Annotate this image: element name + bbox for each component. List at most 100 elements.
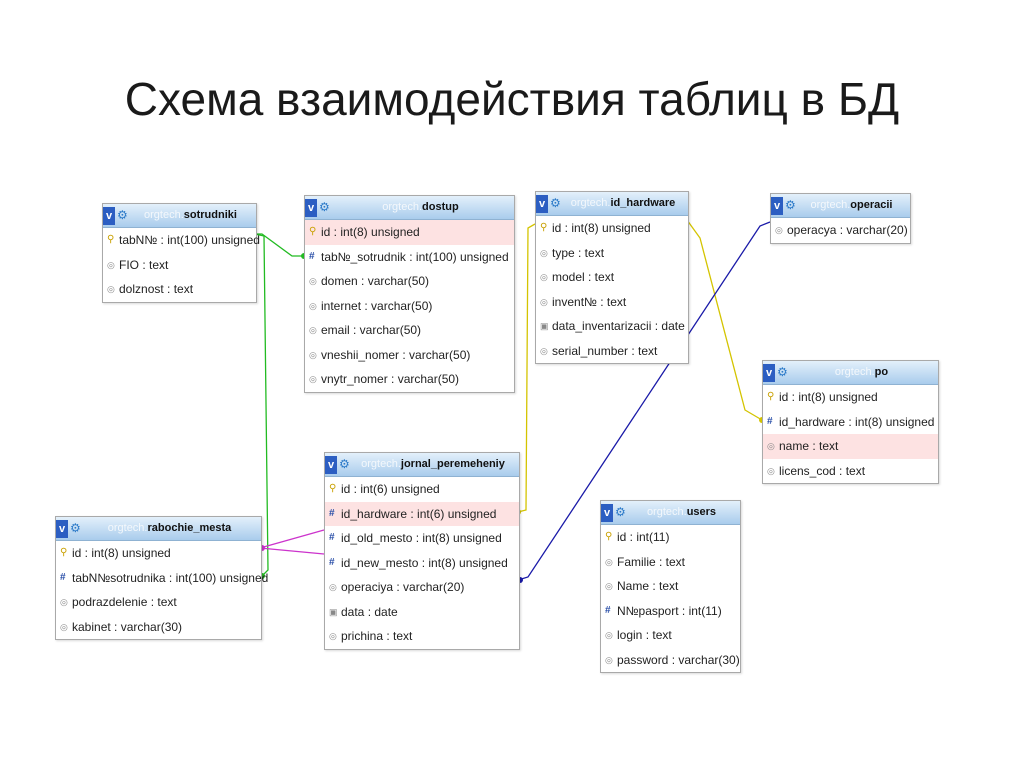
column-row[interactable]: ◎kabinet : varchar(30)	[56, 615, 261, 640]
table-header[interactable]: v⚙orgtech.sotrudniki	[103, 204, 256, 228]
column-row[interactable]: ◎serial_number : text	[536, 339, 688, 364]
table-name: users	[686, 506, 717, 518]
table-users[interactable]: v⚙ orgtech.users ⚲id : int(11)◎Familie : t…	[600, 500, 741, 673]
column-row[interactable]: ◎vneshii_nomer : varchar(50)	[305, 343, 514, 368]
table-title: orgtech.jornal_peremeheniy	[325, 453, 519, 476]
table-title: orgtech.sotrudniki	[103, 204, 256, 227]
column-label: tabN№sotrudnika : int(100) unsigned	[72, 570, 269, 585]
collapse-toggle-icon[interactable]: v	[103, 207, 115, 225]
table-header[interactable]: v⚙orgtech.id_hardware	[536, 192, 688, 216]
link-rabochie-new-mesto	[259, 547, 325, 555]
column-label: id_new_mesto : int(8) unsigned	[341, 555, 508, 570]
table-po[interactable]: v⚙orgtech.po⚲id : int(8) unsigned#id_har…	[762, 360, 939, 484]
column-row[interactable]: ◎model : text	[536, 265, 688, 290]
gear-icon[interactable]: ⚙	[615, 505, 626, 519]
column-row[interactable]: ◎password : varchar(30)	[601, 648, 740, 673]
column-label: id : int(8) unsigned	[72, 546, 171, 560]
column-label: data : date	[341, 604, 398, 619]
link-rabochie-old-mesto	[259, 529, 325, 549]
column-row[interactable]: ◎operaciya : varchar(20)	[325, 575, 519, 600]
db-name: orgtech.	[361, 458, 401, 470]
collapse-toggle-icon[interactable]: v	[536, 195, 548, 213]
table-dostup[interactable]: v⚙orgtech.dostup⚲id : int(8) unsigned#ta…	[304, 195, 515, 393]
column-row[interactable]: #N№pasport : int(11)	[601, 599, 740, 624]
collapse-toggle-icon[interactable]: v	[763, 364, 775, 382]
gear-icon[interactable]: ⚙	[339, 457, 350, 471]
column-row[interactable]: ◎Familie : text	[601, 550, 740, 575]
index-icon: #	[767, 415, 773, 427]
column-row[interactable]: ◎podrazdelenie : text	[56, 590, 261, 615]
table-header[interactable]: v⚙orgtech.rabochie_mesta	[56, 517, 261, 541]
db-name: orgtech.	[834, 366, 875, 378]
column-row[interactable]: ⚲id : int(11)	[601, 525, 740, 550]
column-row[interactable]: ◎prichina : text	[325, 624, 519, 649]
column-row[interactable]: ◎login : text	[601, 623, 740, 648]
gear-icon[interactable]: ⚙	[70, 521, 81, 535]
table-header[interactable]: v⚙ orgtech.users	[601, 501, 740, 525]
column-row[interactable]: #tabN№sotrudnika : int(100) unsigned	[56, 566, 268, 591]
key-icon: ⚲	[60, 547, 68, 558]
column-row[interactable]: #id_new_mesto : int(8) unsigned	[325, 551, 519, 576]
column-label: podrazdelenie : text	[72, 595, 177, 609]
column-row[interactable]: ◎dolznost : text	[103, 277, 256, 302]
table-sotrudniki[interactable]: v⚙orgtech.sotrudniki⚲tabN№ : int(100) un…	[102, 203, 260, 303]
db-name: orgtech.	[810, 199, 851, 211]
column-row[interactable]: ⚲id : int(6) unsigned	[325, 477, 519, 502]
gear-icon[interactable]: ⚙	[117, 208, 128, 222]
collapse-toggle-icon[interactable]: v	[601, 504, 613, 522]
field-icon: ◎	[767, 441, 775, 451]
column-label: login : text	[617, 628, 672, 642]
column-label: id_old_mesto : int(8) unsigned	[341, 531, 502, 545]
column-row[interactable]: ⚲id : int(8) unsigned	[536, 216, 688, 241]
collapse-toggle-icon[interactable]: v	[325, 456, 337, 474]
collapse-toggle-icon[interactable]: v	[56, 520, 68, 538]
collapse-toggle-icon[interactable]: v	[771, 197, 783, 215]
column-row[interactable]: ◎email : varchar(50)	[305, 318, 514, 343]
gear-icon[interactable]: ⚙	[785, 198, 796, 212]
gear-icon[interactable]: ⚙	[319, 200, 330, 214]
column-row[interactable]: ◎internet : varchar(50)	[305, 294, 514, 319]
column-row[interactable]: ◎FIO : text	[103, 253, 256, 278]
gear-icon[interactable]: ⚙	[777, 365, 788, 379]
column-row[interactable]: ⚲tabN№ : int(100) unsigned	[103, 228, 260, 253]
table-id_hardware[interactable]: v⚙orgtech.id_hardware⚲id : int(8) unsign…	[535, 191, 689, 364]
column-row[interactable]: #id_hardware : int(6) unsigned	[325, 501, 519, 526]
column-row[interactable]: # id_old_mesto : int(8) unsigned	[325, 526, 519, 551]
column-row[interactable]: ⚲id : int(8) unsigned	[305, 220, 514, 245]
column-row[interactable]: #tab№_sotrudnik : int(100) unsigned	[305, 245, 514, 270]
table-rabochie[interactable]: v⚙orgtech.rabochie_mesta ⚲ id : int(8) uns…	[55, 516, 268, 640]
key-icon: ⚲	[329, 483, 337, 494]
table-header[interactable]: v⚙orgtech.jornal_peremeheniy	[325, 453, 519, 477]
table-operacii[interactable]: v⚙orgtech.operacii◎operacya : varchar(20…	[770, 193, 911, 244]
column-row[interactable]: ◎invent№ : text	[536, 290, 688, 315]
column-row[interactable]: ⚲ id : int(8) unsigned	[56, 541, 261, 566]
table-header[interactable]: v⚙orgtech.dostup	[305, 196, 514, 220]
column-row[interactable]: ◎Name : text	[601, 574, 740, 599]
db-name: orgtech.	[646, 506, 687, 518]
column-row[interactable]: ◎operacya : varchar(20)	[771, 218, 910, 243]
column-row[interactable]: ⚲id : int(8) unsigned	[763, 385, 938, 410]
table-jornal[interactable]: v⚙orgtech.jornal_peremeheniy⚲id : int(6)…	[324, 452, 520, 650]
table-header[interactable]: v⚙orgtech.operacii	[771, 194, 910, 218]
column-label: prichina : text	[341, 629, 413, 643]
column-row[interactable]: ◎licens_cod : text	[763, 459, 938, 484]
column-row[interactable]: ◎name : text	[763, 434, 938, 459]
gear-icon[interactable]: ⚙	[550, 196, 561, 210]
column-row[interactable]: ▣data_inventarizacii : date	[536, 314, 688, 339]
column-row[interactable]: #id_hardware : int(8) unsigned	[763, 410, 938, 435]
column-row[interactable]: ◎type : text	[536, 241, 688, 266]
table-header[interactable]: v⚙orgtech.po	[763, 361, 938, 385]
link-sotrudniki-rabochie	[254, 233, 269, 577]
column-label: data_inventarizacii : date	[552, 319, 685, 333]
column-row[interactable]: ◎vnytr_nomer : varchar(50)	[305, 367, 514, 392]
field-icon: ◎	[329, 582, 337, 592]
index-icon: #	[329, 532, 335, 543]
field-icon: ◎	[540, 345, 548, 356]
column-label: vnytr_nomer : varchar(50)	[321, 372, 460, 386]
column-label: domen : varchar(50)	[321, 274, 430, 288]
column-label: N№pasport : int(11)	[617, 603, 722, 618]
collapse-toggle-icon[interactable]: v	[305, 199, 317, 217]
column-label: dolznost : text	[119, 282, 194, 296]
column-row[interactable]: ▣data : date	[325, 600, 519, 625]
column-row[interactable]: ◎domen : varchar(50)	[305, 269, 514, 294]
